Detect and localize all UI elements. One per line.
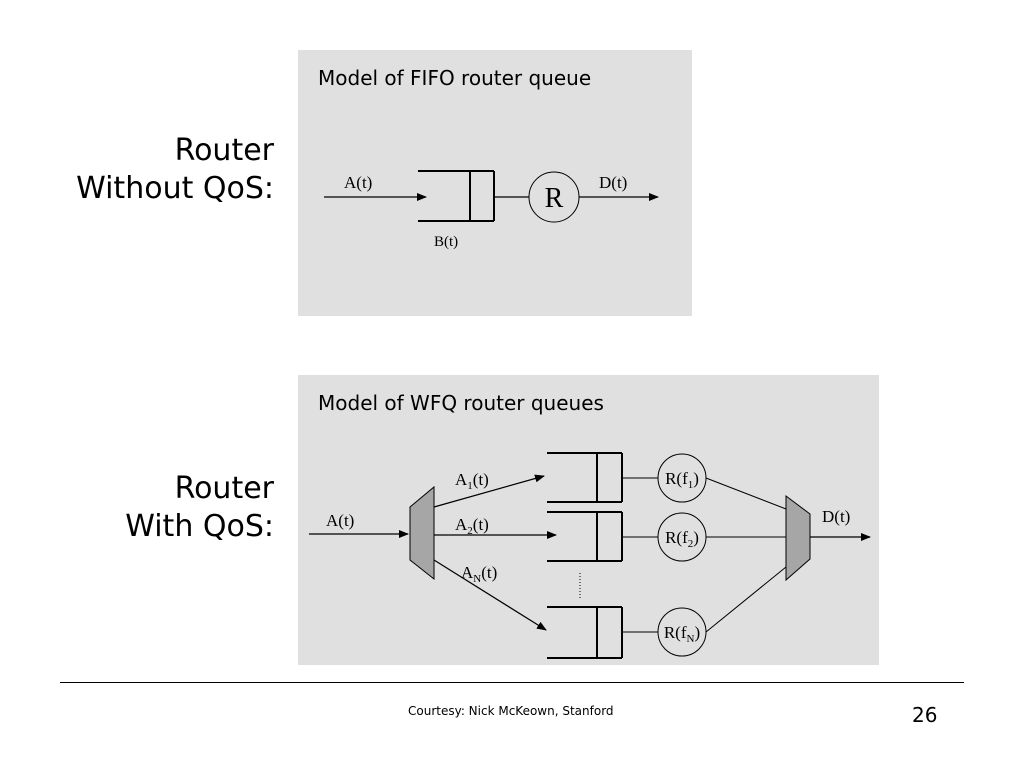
fifo-side-label: Router Without QoS:	[76, 132, 274, 208]
fifo-side-label-line2: Without QoS:	[76, 171, 274, 206]
fifo-input-label: A(t)	[344, 173, 372, 192]
flow-1-queue	[547, 452, 623, 503]
page-number: 26	[912, 703, 938, 727]
flow-2-rate-label: R(f2)	[665, 528, 699, 550]
footer-divider	[60, 682, 964, 683]
wfq-model-panel: Model of WFQ router queues	[298, 375, 879, 665]
flow-n-arrow	[433, 559, 547, 631]
flow-1-arrival-label: A1(t)	[455, 470, 489, 492]
fifo-side-label-line1: Router	[174, 133, 274, 168]
footer-credit: Courtesy: Nick McKeown, Stanford	[408, 704, 614, 718]
flow-n-queue	[547, 606, 623, 659]
flow-1-arrow	[433, 474, 545, 508]
wfq-side-label-line2: With QoS:	[125, 509, 274, 544]
classifier-demux	[409, 485, 435, 581]
flow-n-rate-label: R(fN)	[664, 623, 700, 645]
wfq-side-label-line1: Router	[174, 471, 274, 506]
fifo-output-label: D(t)	[599, 173, 627, 192]
flow-n-to-mux	[705, 566, 787, 633]
wfq-model-title: Model of WFQ router queues	[318, 391, 604, 415]
flow-n-arrival-label: AN(t)	[461, 563, 497, 585]
fifo-buffer-label: B(t)	[434, 234, 458, 250]
fifo-buffer	[418, 170, 495, 222]
fifo-model-title: Model of FIFO router queue	[318, 66, 592, 90]
flow-2-queue	[547, 511, 623, 562]
fifo-diagram: A(t) B(t) R D(t)	[324, 170, 659, 250]
scheduler-mux	[785, 495, 811, 582]
flow-1-to-mux	[705, 477, 787, 510]
flow-2-arrival-label: A2(t)	[455, 515, 489, 537]
wfq-output-label: D(t)	[822, 507, 850, 526]
wfq-side-label: Router With QoS:	[125, 470, 274, 546]
fifo-server-label: R	[545, 183, 564, 214]
wfq-input-label: A(t)	[326, 511, 354, 530]
wfq-diagram: A(t) A1(t) A2(t) AN(t)	[309, 452, 871, 659]
flow-1-rate-label: R(f1)	[665, 469, 699, 491]
